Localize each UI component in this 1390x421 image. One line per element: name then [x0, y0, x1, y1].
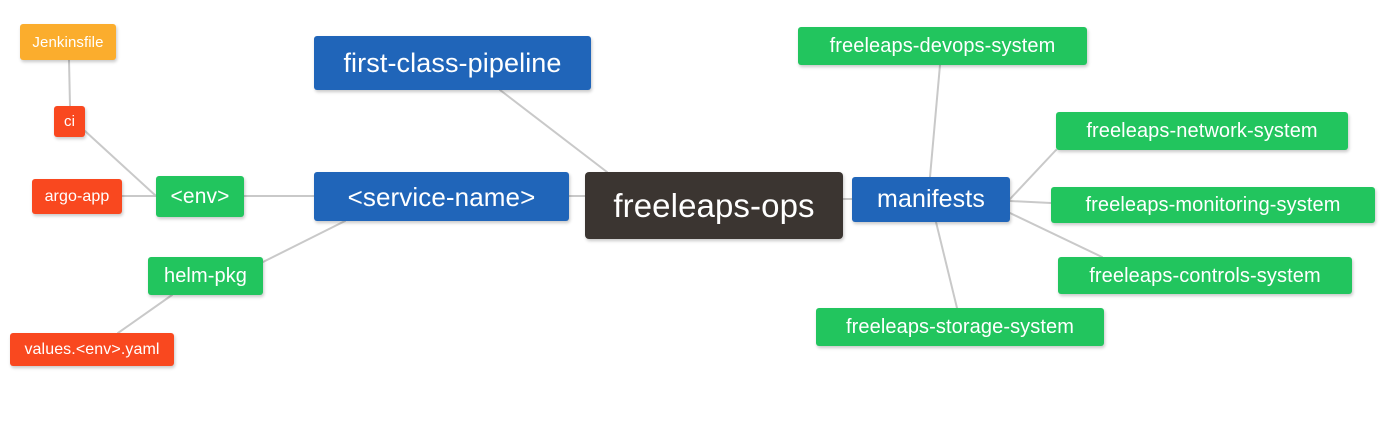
mindmap-node-controls-system[interactable]: freeleaps-controls-system: [1058, 257, 1352, 294]
edge-jenkinsfile-to-ci: [68, 59, 71, 107]
edge-manifests-to-monitoring-system: [1009, 200, 1052, 204]
node-label: manifests: [877, 185, 985, 213]
edge-first-class-pipeline-to-freeleaps-ops: [499, 89, 608, 173]
mindmap-node-ci[interactable]: ci: [54, 106, 85, 137]
mindmap-node-network-system[interactable]: freeleaps-network-system: [1056, 112, 1348, 150]
mindmap-node-storage-system[interactable]: freeleaps-storage-system: [816, 308, 1104, 346]
node-label: <service-name>: [347, 181, 536, 212]
mindmap-node-devops-system[interactable]: freeleaps-devops-system: [798, 27, 1087, 65]
mindmap-node-jenkinsfile[interactable]: Jenkinsfile: [20, 24, 116, 60]
node-label: first-class-pipeline: [343, 47, 562, 78]
mindmap-node-first-class-pipeline[interactable]: first-class-pipeline: [314, 36, 591, 90]
mindmap-node-argo-app[interactable]: argo-app: [32, 179, 122, 214]
node-label: freeleaps-monitoring-system: [1085, 194, 1341, 216]
edge-manifests-to-devops-system: [929, 64, 941, 178]
mindmap-node-helm-pkg[interactable]: helm-pkg: [148, 257, 263, 295]
node-label: argo-app: [44, 187, 110, 205]
edge-values-env-yaml-to-helm-pkg: [117, 294, 173, 334]
mindmap-node-manifests[interactable]: manifests: [852, 177, 1010, 222]
mindmap-node-monitoring-system[interactable]: freeleaps-monitoring-system: [1051, 187, 1375, 223]
mindmap-node-service-name[interactable]: <service-name>: [314, 172, 569, 221]
edge-helm-pkg-to-service-name: [262, 220, 346, 263]
node-label: <env>: [170, 185, 230, 208]
mindmap-node-freeleaps-ops[interactable]: freeleaps-ops: [585, 172, 843, 239]
edge-manifests-to-network-system: [1009, 149, 1057, 200]
node-label: freeleaps-network-system: [1086, 120, 1318, 142]
node-label: values.<env>.yaml: [24, 340, 160, 358]
node-label: freeleaps-devops-system: [829, 35, 1056, 57]
node-label: Jenkinsfile: [32, 33, 104, 51]
node-label: freeleaps-storage-system: [845, 316, 1075, 338]
node-label: freeleaps-ops: [613, 187, 815, 224]
node-label: helm-pkg: [163, 265, 248, 287]
mindmap-node-values-env-yaml[interactable]: values.<env>.yaml: [10, 333, 174, 366]
node-label: freeleaps-controls-system: [1089, 264, 1321, 287]
edge-manifests-to-storage-system: [935, 221, 958, 309]
node-label: ci: [63, 113, 76, 130]
mindmap-node-env[interactable]: <env>: [156, 176, 244, 217]
